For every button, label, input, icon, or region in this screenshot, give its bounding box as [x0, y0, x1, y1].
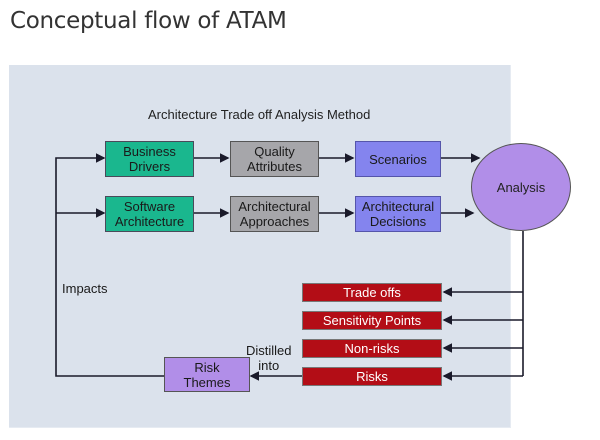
- node-software-architecture: Software Architecture: [105, 196, 194, 232]
- node-sensitivity-points: Sensitivity Points: [302, 311, 442, 330]
- page-title: Conceptual flow of ATAM: [10, 8, 287, 34]
- node-quality-attributes: Quality Attributes: [230, 141, 319, 177]
- node-scenarios: Scenarios: [355, 141, 441, 177]
- diagram-title: Architecture Trade off Analysis Method: [148, 107, 371, 122]
- node-risk-themes: Risk Themes: [164, 357, 250, 392]
- node-architectural-decisions: Architectural Decisions: [355, 196, 441, 232]
- node-architectural-approaches: Architectural Approaches: [230, 196, 319, 232]
- node-trade-offs: Trade offs: [302, 283, 442, 302]
- node-business-drivers: Business Drivers: [105, 141, 194, 177]
- node-non-risks: Non-risks: [302, 339, 442, 358]
- node-risks: Risks: [302, 367, 442, 386]
- label-distilled-into: Distilled into: [246, 343, 292, 373]
- label-impacts: Impacts: [62, 281, 108, 296]
- node-analysis: Analysis: [471, 143, 571, 231]
